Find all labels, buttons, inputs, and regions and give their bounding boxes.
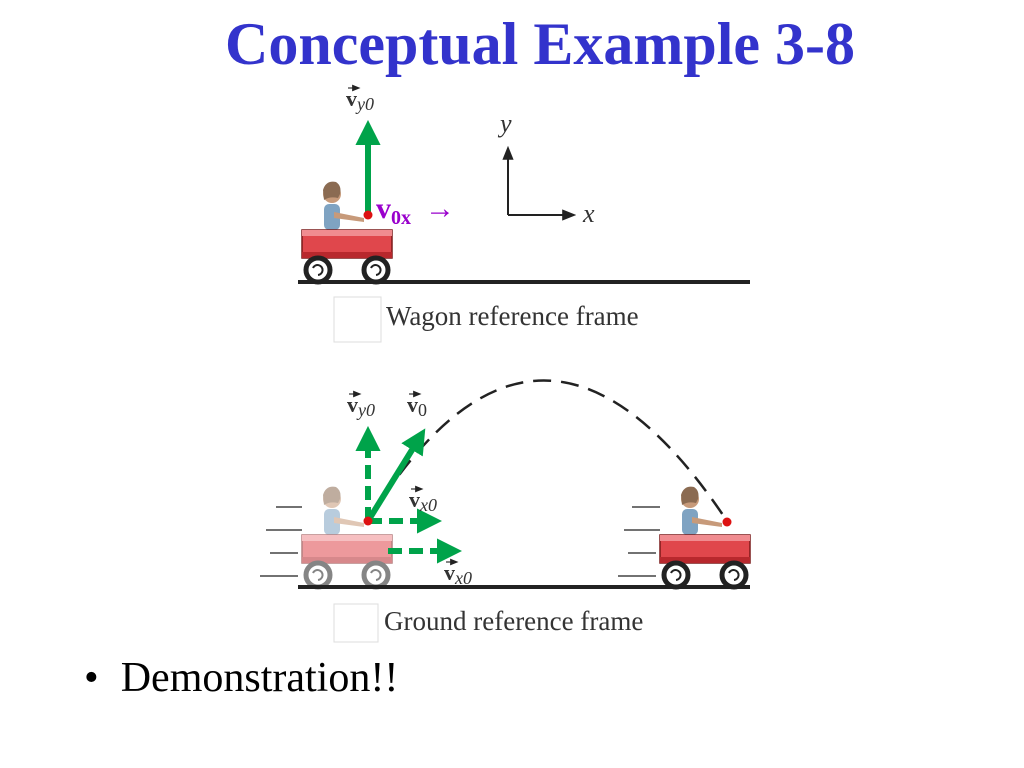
- wagon-with-girl-landing: [660, 487, 750, 587]
- y-axis-label: y: [497, 109, 512, 138]
- bullet-glyph: •: [84, 655, 99, 701]
- ball-launch: [363, 516, 373, 526]
- motion-lines-left: [260, 506, 302, 577]
- ball-top: [363, 210, 373, 220]
- figure-box-top: [333, 296, 382, 343]
- vx0-label-wagon: vx0: [444, 558, 472, 588]
- motion-lines-right: [618, 506, 660, 577]
- figure-box-bottom: [333, 603, 379, 643]
- wagon-frame-label: Wagon reference frame: [386, 301, 639, 331]
- svg-text:vy0: vy0: [347, 392, 375, 420]
- bullet-text: Demonstration!!: [120, 655, 399, 701]
- v0x-label: v0x→: [376, 192, 455, 229]
- vy0-label-top: vy0: [346, 86, 374, 114]
- svg-text:vx0: vx0: [409, 487, 437, 515]
- slide-title: Conceptual Example 3-8: [225, 11, 855, 77]
- bullet-item: • Demonstration!!: [84, 652, 398, 704]
- wagon-frame-panel: vy0 v0x→ y x Wagon reference frame: [298, 84, 750, 343]
- ground-frame-label: Ground reference frame: [384, 606, 643, 636]
- trajectory-path: [366, 379, 729, 522]
- vx0-label-ball: vx0: [409, 485, 437, 515]
- x-axis-label: x: [582, 199, 595, 228]
- v0-vector: [365, 428, 426, 523]
- ground-frame-panel: vy0 v0 vx0 vx0 Ground reference frame: [260, 379, 750, 643]
- vy0-label-bottom: vy0: [347, 390, 375, 420]
- v0-label: v0: [407, 390, 427, 420]
- svg-text:vx0: vx0: [444, 560, 472, 588]
- svg-text:v0: v0: [407, 392, 427, 420]
- ball-landing: [722, 517, 732, 527]
